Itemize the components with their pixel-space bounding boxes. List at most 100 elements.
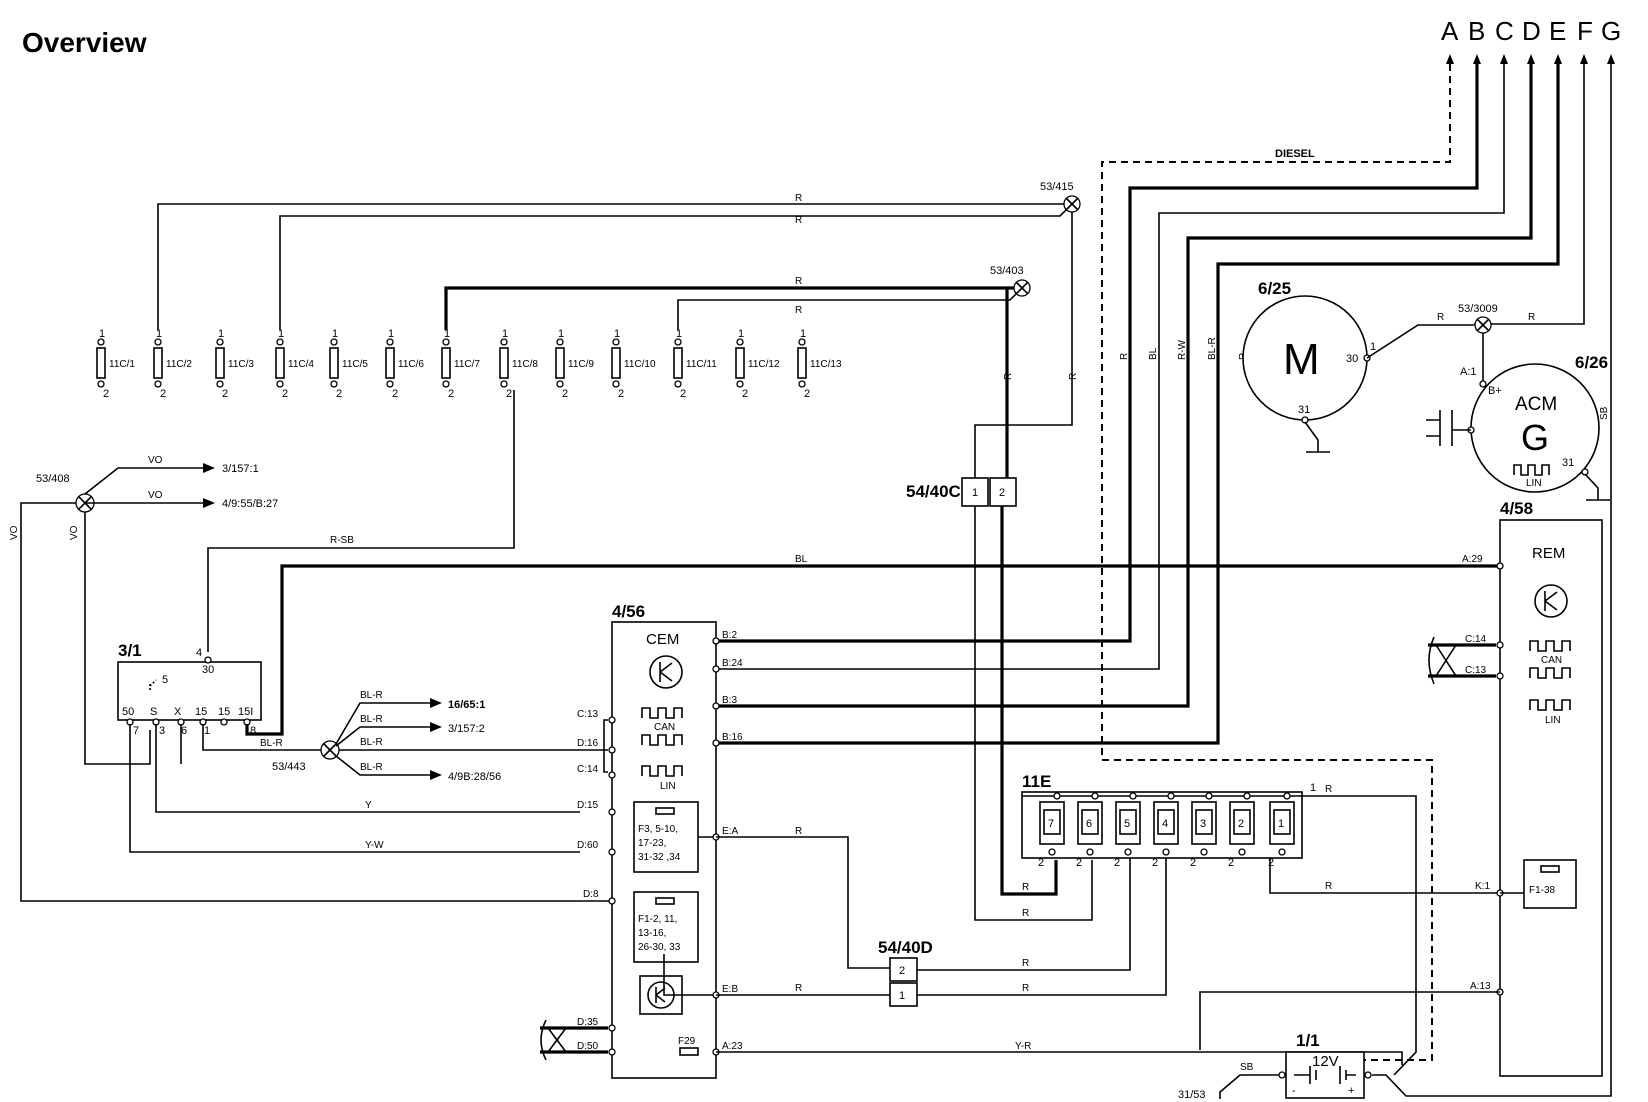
relay-6: 62 [1076,792,1103,869]
svg-text:B:3: B:3 [722,695,737,706]
relay-pin-label: 2 [1152,857,1158,869]
svg-text:LIN: LIN [1526,478,1542,489]
svg-text:X: X [174,706,182,718]
arrow-target-5: 4/9B:28/56 [448,771,501,783]
fuse-pin [216,380,224,388]
svg-text:REM: REM [1532,545,1565,562]
svg-text:VO: VO [148,490,163,501]
relay-pin-bottom [1162,848,1170,856]
svg-text:R: R [795,193,802,204]
ground-label: 31/53 [1178,1089,1206,1101]
fuse-pin [386,338,394,346]
fuse-row: 1211C/11211C/21211C/31211C/41211C/51211C… [96,328,842,400]
svg-text:30: 30 [202,664,214,676]
relay-coil [1157,809,1175,835]
svg-text:8: 8 [250,725,256,737]
svg-text:R: R [1437,312,1444,323]
svg-text:D:35: D:35 [577,1017,599,1028]
svg-text:CAN: CAN [654,722,675,733]
relay-coil [1043,809,1061,835]
fuse-pin-top: 1 [558,328,564,340]
svg-text:VO: VO [9,525,20,540]
arrow-target-3: 16/65:1 [448,699,485,711]
svg-text:D:8: D:8 [583,889,599,900]
svg-text:B:24: B:24 [722,658,743,669]
wire-f [1474,64,1585,325]
svg-text:31: 31 [1562,457,1574,469]
relay-pin-top [1167,792,1175,800]
svg-text:15: 15 [218,706,230,718]
relay-coil [1119,809,1137,835]
svg-text:R: R [1325,881,1332,892]
svg-text:VO: VO [69,525,80,540]
column-wires: DIESEL SB R BL R-W BL-R R [716,64,1612,1097]
page-title: Overview [22,27,147,58]
column-arrowheads [1446,54,1615,64]
svg-text:R: R [1022,983,1029,994]
svg-text:R: R [1003,373,1014,380]
fuse-pin [330,380,338,388]
svg-text:F29: F29 [678,1036,696,1047]
relay-coil [1233,809,1251,835]
relay-pin-bottom [1048,848,1056,856]
arrow-target-4: 3/157:2 [448,723,485,735]
svg-text:Y-W: Y-W [365,840,384,851]
fuse-pin-bottom: 2 [448,388,454,400]
fuse-body [329,347,339,379]
svg-text:+: + [1348,1085,1354,1097]
fuse-pin-top: 1 [614,328,620,340]
svg-text:BL-R: BL-R [360,737,383,748]
relay-pin-bottom [1086,848,1094,856]
svg-text:1: 1 [1370,341,1376,353]
relay-coil [1081,809,1099,835]
fuse-pin-bottom: 2 [742,388,748,400]
fuse-body [555,347,565,379]
fuse-pin-top: 1 [218,328,224,340]
relay-pin-bottom [1278,848,1286,856]
fuse-pin-top: 1 [502,328,508,340]
fuse-pin-bottom: 2 [392,388,398,400]
fuse-pin [216,338,224,346]
svg-text:R: R [795,983,802,994]
svg-text:53/408: 53/408 [36,473,70,485]
svg-text:R: R [1022,908,1029,919]
svg-text:BL: BL [795,554,808,565]
fuse-pin-top: 1 [738,328,744,340]
svg-text:VO: VO [148,455,163,466]
svg-text:ACM: ACM [1515,394,1557,415]
svg-text:6/25: 6/25 [1258,279,1291,298]
fuse-pin [442,380,450,388]
svg-text:1: 1 [1310,782,1316,794]
relay-pin-bottom [1200,848,1208,856]
svg-text:53/415: 53/415 [1040,181,1074,193]
svg-text:R: R [795,826,802,837]
relay-number: 1 [1278,818,1284,830]
svg-text:1: 1 [899,990,905,1002]
relay-number: 2 [1238,818,1244,830]
splice-53-403: 53/403 [990,265,1031,297]
wire-d-color: BL-R [1207,337,1218,360]
fuse-pin [442,338,450,346]
fuse-pin-bottom: 2 [160,388,166,400]
svg-text:54/40C: 54/40C [906,482,961,501]
svg-text:BL-R: BL-R [360,762,383,773]
relay-pin-top [1243,792,1251,800]
diesel-wire [1101,64,1451,1061]
fuse-pin-bottom: 2 [680,388,686,400]
svg-text:B:16: B:16 [722,732,743,743]
wire-b2-color: BL [1148,347,1159,360]
fuse-pin [500,380,508,388]
fuse-pin [612,338,620,346]
relay-number: 4 [1162,818,1168,830]
relay-7: 72 [1038,792,1065,869]
svg-text:LIN: LIN [660,781,676,792]
relay-pin-top [1129,792,1137,800]
relay-pin-bottom [1124,848,1132,856]
cem-module: 4/56 CEM CAN LIN F3, 5-10,17-23,31-32 ,3… [611,602,717,1079]
fuse-pin [674,338,682,346]
relay-pin-top [1283,792,1291,800]
